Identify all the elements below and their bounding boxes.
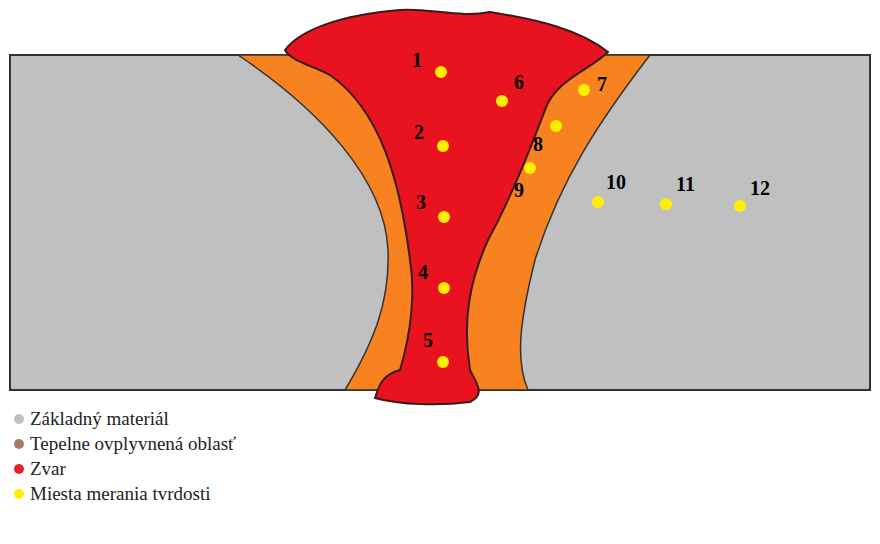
measure-point (578, 84, 590, 96)
callout-number: 8 (533, 134, 543, 154)
legend-swatch (14, 414, 24, 424)
measure-point (435, 66, 447, 78)
weld-metal (285, 10, 608, 405)
measure-point (438, 282, 450, 294)
callout-number: 11 (676, 174, 695, 194)
measure-point (592, 196, 604, 208)
measure-point (524, 162, 536, 174)
callout-number: 6 (514, 72, 524, 92)
callout-number: 4 (418, 262, 428, 282)
legend-row: Miesta merania tvrdosti (14, 483, 210, 505)
measure-point (660, 198, 672, 210)
measure-point (437, 356, 449, 368)
measure-point (734, 200, 746, 212)
legend-text: Tepelne ovplyvnená oblasť (30, 433, 236, 455)
legend-text: Miesta merania tvrdosti (30, 483, 210, 505)
callout-number: 10 (606, 172, 626, 192)
callout-number: 3 (416, 192, 426, 212)
measure-point (438, 211, 450, 223)
callout-number: 1 (412, 50, 422, 70)
callout-number: 7 (597, 74, 607, 94)
measure-point (550, 120, 562, 132)
legend-text: Základný materiál (30, 408, 169, 430)
legend-row: Tepelne ovplyvnená oblasť (14, 433, 236, 455)
legend-swatch (14, 439, 24, 449)
callout-number: 9 (514, 180, 524, 200)
legend-text: Zvar (30, 458, 66, 480)
measure-point (437, 140, 449, 152)
legend-swatch (14, 464, 24, 474)
legend-row: Základný materiál (14, 408, 169, 430)
legend-swatch (14, 489, 24, 499)
legend-row: Zvar (14, 458, 66, 480)
callout-number: 12 (750, 178, 770, 198)
callout-number: 5 (423, 330, 433, 350)
callout-number: 2 (414, 122, 424, 142)
measure-point (496, 95, 508, 107)
hardness-points (435, 66, 746, 368)
